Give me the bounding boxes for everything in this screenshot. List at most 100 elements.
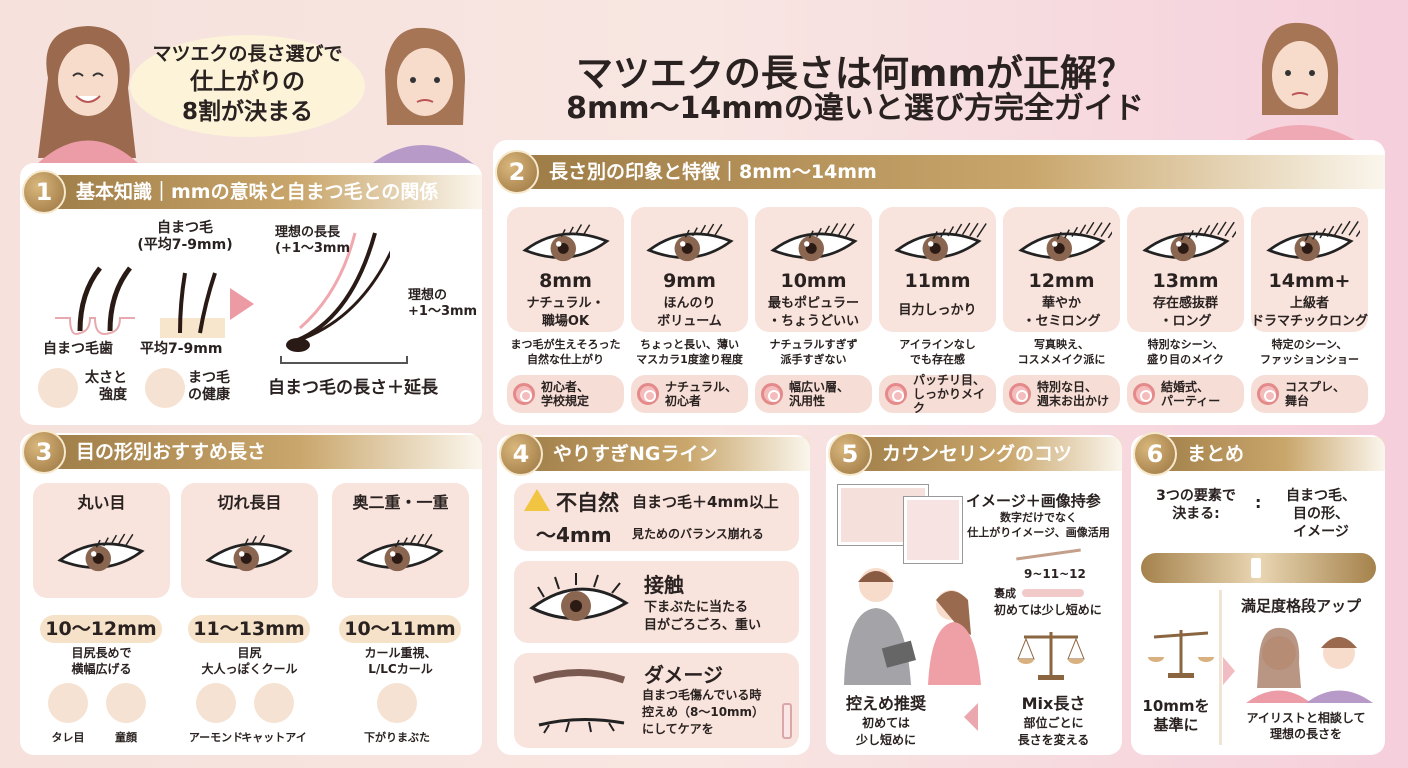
section-number: 4 <box>499 432 543 476</box>
length-impression: ナチュラル・ <box>526 296 605 311</box>
length-desc: ちょっと長い、薄い <box>640 338 739 351</box>
length-impression: 最もポピュラー <box>767 296 859 311</box>
sub-shape-label: タレ目 <box>51 731 85 744</box>
consult-text: アイリストと相談して <box>1246 711 1366 725</box>
damage-desc: 控えめ（8〜10mm） <box>642 705 765 719</box>
factors-label: 3つの要素で <box>1156 488 1236 504</box>
tag-text: 舞台 <box>1285 394 1310 408</box>
woman-concerned-illustration <box>1240 15 1360 140</box>
factor: イメージ <box>1293 524 1349 540</box>
shape-desc: カール重視、 <box>364 646 437 660</box>
happy-women-illustration <box>1246 627 1373 703</box>
damage-desc: 自まつ毛傷んでいる時 <box>642 688 762 702</box>
factor: 目の形、 <box>1293 506 1349 522</box>
length-impression: 上級者 <box>1289 296 1329 311</box>
eye-icon <box>640 213 740 277</box>
page-subtitle: 8mm〜14mmの違いと選び方完全ガイド <box>566 91 1144 126</box>
scale-icon <box>1148 630 1214 678</box>
tag-text: 初心者、 <box>541 380 590 394</box>
recommended-for-tag: ナチュラル、初心者 <box>631 375 748 413</box>
woman-photo-icon <box>904 497 962 563</box>
bubble-line: 仕上がりの <box>190 69 305 95</box>
section-title: カウンセリングのコツ <box>882 443 1073 465</box>
natural-lash-label: 自まつ毛 <box>157 220 213 236</box>
length-desc: マスカラ1度塗り程度 <box>636 353 743 366</box>
image-title: イメージ＋画像持参 <box>966 492 1101 510</box>
length-card-0: 8mm ナチュラル・職場OK <box>507 207 624 332</box>
section-number: 6 <box>1133 432 1177 476</box>
sub-shape-icon <box>48 683 88 723</box>
unnatural-desc: 自まつ毛＋4mm以上 <box>632 493 779 511</box>
modest-desc: 少し短めに <box>855 733 916 747</box>
eye-icon <box>350 523 450 587</box>
limit-length: 〜4mm <box>536 523 612 547</box>
average-label: 平均7-9mm <box>140 341 223 357</box>
length-desc: ナチュラルすぎず <box>769 338 858 351</box>
eye-icon <box>888 213 988 277</box>
section-title: まとめ <box>1187 443 1245 465</box>
tag-text: コスプレ、 <box>1285 380 1346 394</box>
closed-eye-icon <box>532 669 626 734</box>
section-title: 目の形別おすすめ長さ <box>76 441 267 463</box>
scale-icon <box>1017 632 1085 680</box>
thickness-label: 強度 <box>99 387 127 403</box>
lash-follicle-diagram <box>55 266 225 338</box>
contact-box: 接触 下まぶたに当たる目がごろごろ、重い <box>514 561 799 643</box>
tag-text: パーティー <box>1161 394 1221 408</box>
eye-shape-card: 切れ長目 <box>181 483 318 598</box>
consultation-illustration <box>844 568 981 685</box>
tag-text: 結婚式、 <box>1161 380 1210 394</box>
recommended-for-tag: 幅広い層、汎用性 <box>755 375 872 413</box>
length-card-4: 12mm 華やか・セミロング <box>1003 207 1120 332</box>
brace <box>280 356 408 364</box>
tag-text: 特別な日、 <box>1037 380 1098 394</box>
recommended-for-tag: 初心者、学校規定 <box>507 375 624 413</box>
sub-shape-icon <box>254 683 294 723</box>
tag-text: 学校規定 <box>541 394 590 408</box>
length-card-2: 10mm 最もポピュラー・ちょうどいい <box>755 207 872 332</box>
damage-title: ダメージ <box>644 663 723 687</box>
length-card-5: 13mm 存在感抜群・ロング <box>1127 207 1252 332</box>
health-label: の健康 <box>188 387 230 403</box>
base-length: 基準に <box>1153 716 1199 734</box>
woman-worried-illustration <box>365 20 480 165</box>
lash-health-icon <box>145 368 185 408</box>
length-desc: アイラインなし <box>899 338 976 351</box>
speech-bubble: マツエクの長さ選びで 仕上がりの 8割が決まる <box>130 35 365 137</box>
recommended-range: 11〜13mm <box>188 615 310 643</box>
length-impression: ・ロング <box>1159 314 1212 329</box>
length-mm: 12mm <box>1028 270 1095 292</box>
factor: 自まつ毛、 <box>1286 488 1356 504</box>
length-mm: 9mm <box>663 270 716 292</box>
ideal-length-range: (+1〜3mm <box>275 241 351 256</box>
length-mm: 10mm <box>780 270 847 292</box>
mix-title: Mix長さ <box>1021 694 1086 713</box>
factors-label: 決まる: <box>1172 506 1220 522</box>
section-number: 2 <box>495 150 539 194</box>
length-desc: まつ毛が生えそろった <box>510 338 621 351</box>
eye-icon <box>1012 213 1119 277</box>
eye-icon <box>1136 213 1252 277</box>
tag-text: 初心者 <box>665 394 702 408</box>
divider <box>1219 590 1222 745</box>
length-desc: ファッションショー <box>1260 353 1359 366</box>
section-title: やりすぎNGライン <box>553 443 718 465</box>
shape-desc: 目尻長めで <box>71 646 132 660</box>
arrow-right-icon <box>1223 657 1235 685</box>
length-mm: 14mm+ <box>1268 270 1351 292</box>
sub-shape-label: キャットアイ <box>241 731 307 744</box>
target-icon <box>1009 383 1031 405</box>
length-mm: 8mm <box>539 270 592 292</box>
eye-shape-name: 丸い目 <box>77 493 126 512</box>
shape-desc: 大人っぽくクール <box>201 662 298 676</box>
tag-text: パッチリ目、 <box>913 373 986 387</box>
recommended-for-tag: コスプレ、舞台 <box>1251 375 1368 413</box>
